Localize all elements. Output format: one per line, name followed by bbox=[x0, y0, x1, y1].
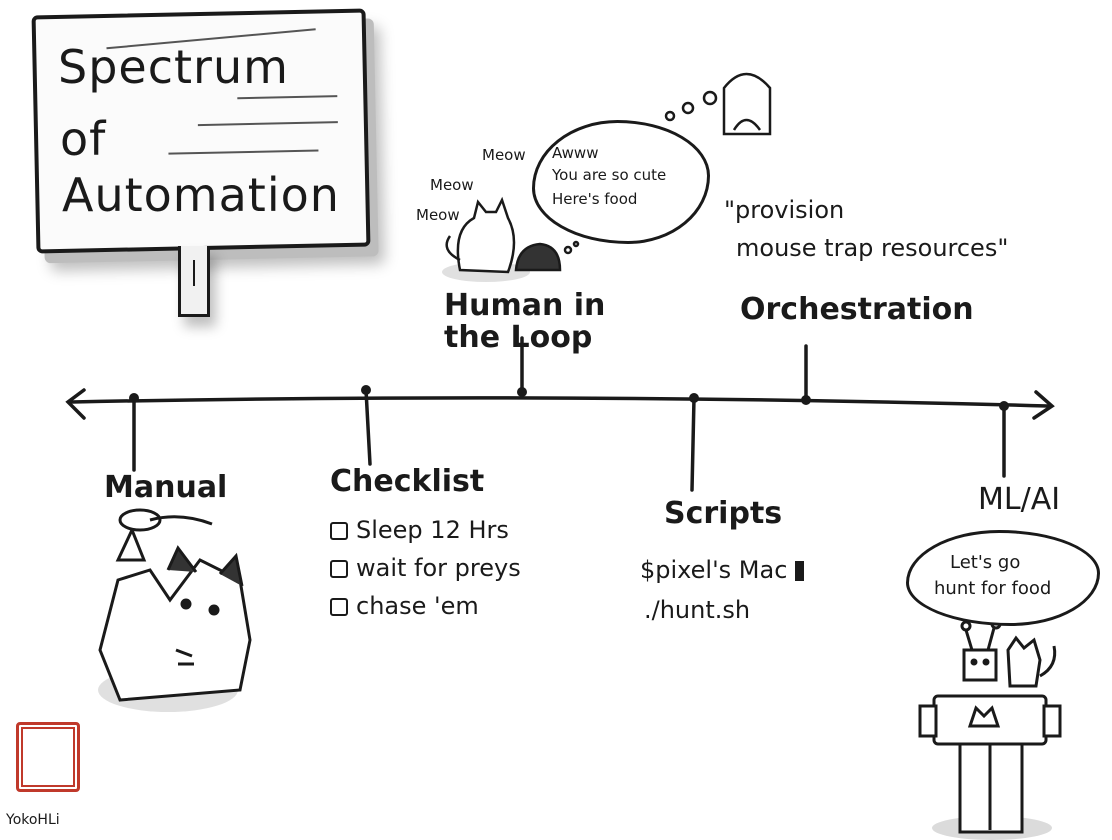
node-checklist bbox=[361, 385, 371, 395]
sign-title-line-2: of bbox=[60, 112, 107, 166]
node-orchestration bbox=[801, 395, 811, 405]
sign-title-line-3: Automation bbox=[62, 168, 340, 222]
timeline-arrow-right bbox=[1032, 390, 1055, 420]
node-ml-ai bbox=[999, 401, 1009, 411]
stage-label-ml-ai: ML/AI bbox=[978, 482, 1061, 517]
script-command: ./hunt.sh bbox=[644, 596, 751, 624]
speech-text-line-1: Let's go bbox=[950, 552, 1021, 573]
seal-stamp-icon bbox=[16, 722, 80, 792]
thought-text-line-2: You are so cute bbox=[552, 166, 667, 184]
speech-text-line-2: hunt for food bbox=[934, 578, 1052, 599]
orchestration-quote-line-2: mouse trap resources" bbox=[736, 234, 1009, 262]
orchestration-quote-line-1: "provision bbox=[724, 196, 845, 224]
script-prompt: $pixel's Mac bbox=[640, 556, 805, 584]
node-human-loop bbox=[517, 387, 527, 397]
stage-label-human-loop: Human in the Loop bbox=[444, 288, 606, 355]
manual-cat-illustration bbox=[98, 508, 252, 712]
checkbox-icon bbox=[330, 522, 348, 540]
stage-label-checklist: Checklist bbox=[330, 464, 485, 499]
stage-label-orchestration: Orchestration bbox=[740, 292, 974, 327]
stage-label-scripts: Scripts bbox=[664, 496, 783, 531]
meow-text: Meow bbox=[482, 146, 526, 164]
checklist-item: wait for preys bbox=[330, 554, 521, 582]
speech-bubble bbox=[906, 530, 1100, 626]
thought-text-line-1: Awww bbox=[552, 144, 599, 162]
node-manual bbox=[129, 393, 139, 403]
tick-scripts bbox=[690, 396, 696, 492]
checkbox-icon bbox=[330, 560, 348, 578]
meow-text: Meow bbox=[430, 176, 474, 194]
checkbox-icon bbox=[330, 598, 348, 616]
tick-checklist bbox=[364, 388, 372, 466]
checklist-item: chase 'em bbox=[330, 592, 479, 620]
human-loop-illustration bbox=[442, 72, 772, 282]
terminal-cursor-icon bbox=[795, 561, 805, 581]
sign-title-line-1: Spectrum bbox=[58, 40, 289, 94]
node-scripts bbox=[689, 393, 699, 403]
artist-signature: YokoHLi bbox=[6, 812, 60, 828]
sign-post bbox=[178, 246, 210, 317]
meow-text: Meow bbox=[416, 206, 460, 224]
checklist-item: Sleep 12 Hrs bbox=[330, 516, 509, 544]
thought-bubble bbox=[532, 120, 710, 244]
timeline-axis bbox=[70, 396, 1050, 408]
ml-robot-illustration bbox=[918, 618, 1062, 840]
timeline-arrow-left bbox=[65, 388, 86, 420]
thought-text-line-3: Here's food bbox=[552, 190, 638, 208]
stage-label-manual: Manual bbox=[104, 470, 228, 505]
